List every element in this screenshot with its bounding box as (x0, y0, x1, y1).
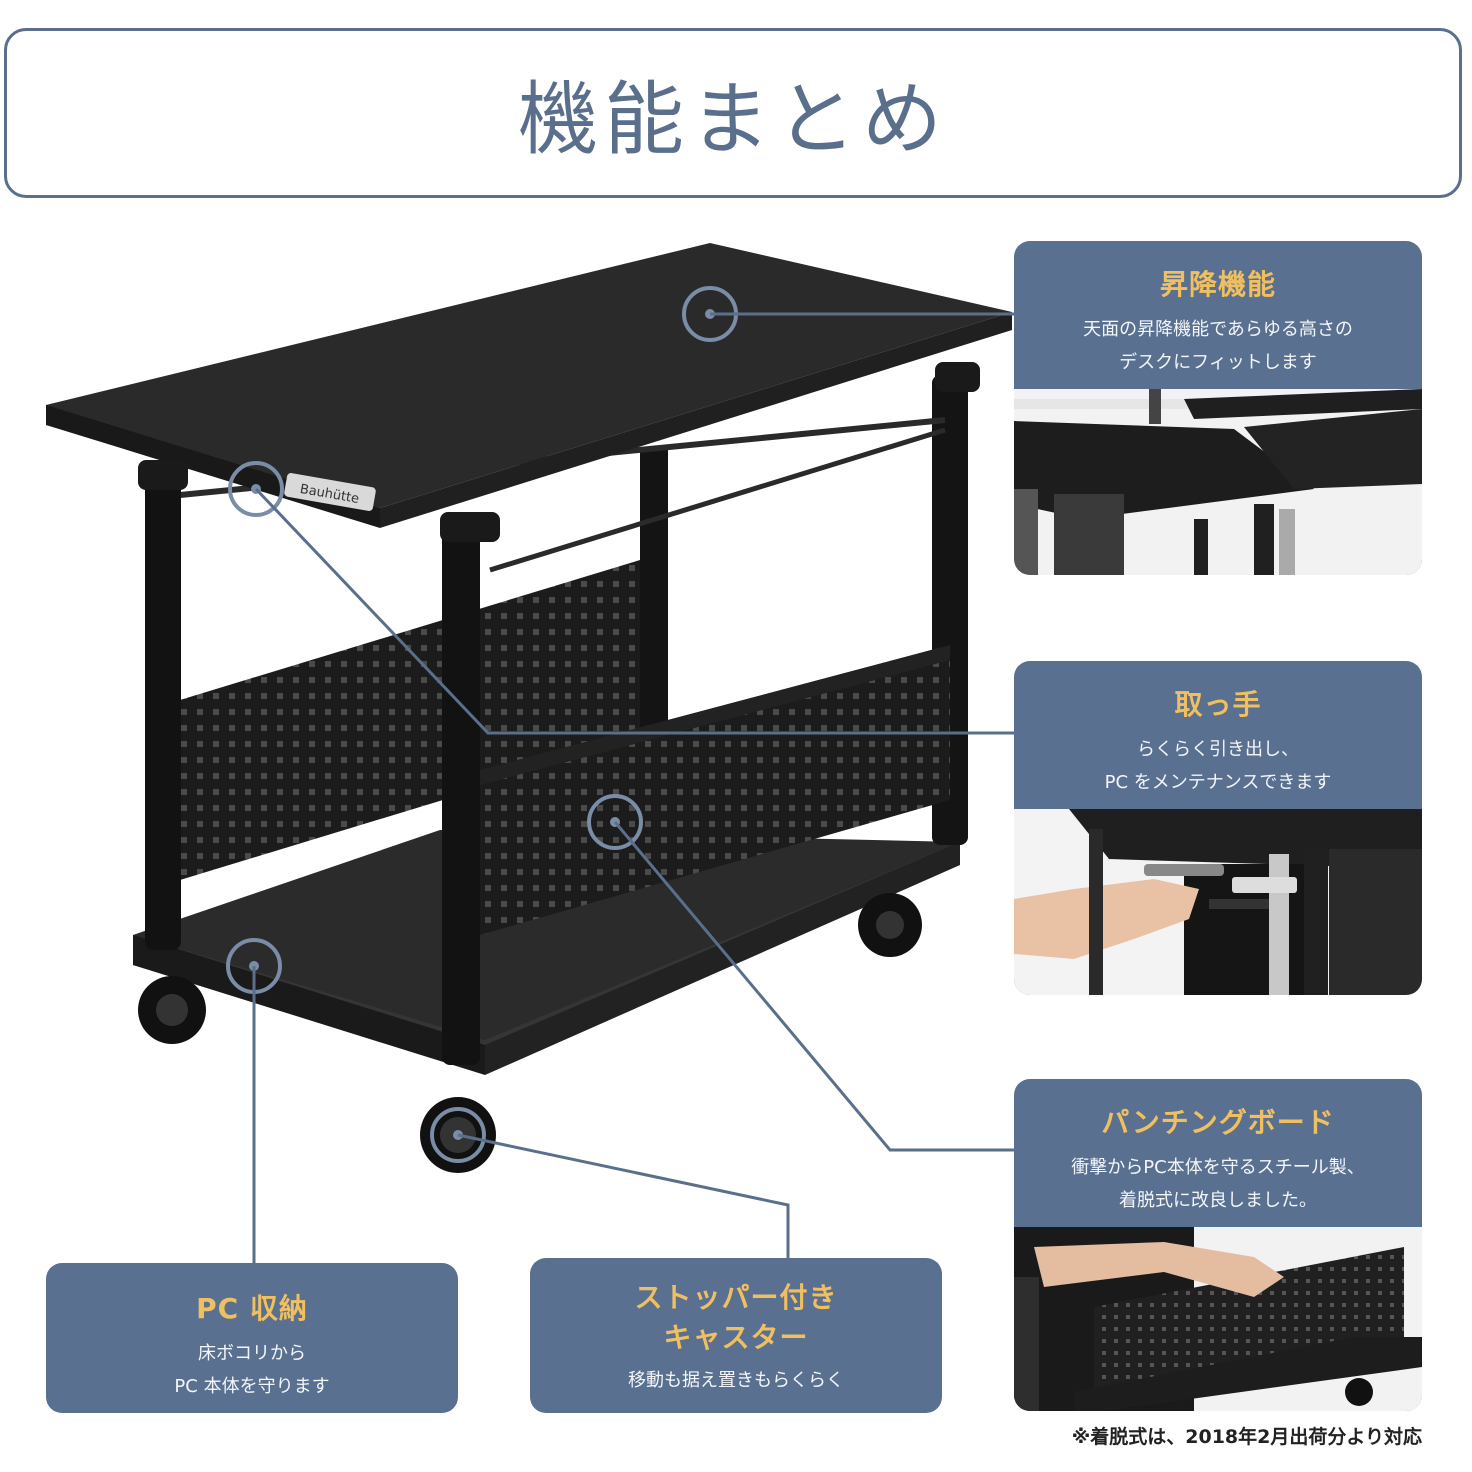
front-leg-left (145, 460, 181, 950)
top-plate: Bauhütte (46, 243, 1012, 528)
feature-panel-punching-board: パンチングボード 衝撃からPC本体を守るスチール製、 着脱式に改良しました。 (1014, 1079, 1422, 1411)
front-punching-board (480, 645, 950, 935)
front-leg-center (442, 515, 480, 1065)
caster-desc: 移動も据え置きもらくらく (628, 1370, 844, 1391)
lift-desc: 天面の昇降機能であらゆる高さの デスクにフィットします (1083, 319, 1353, 373)
handle-desc: らくらく引き出し、 PC をメンテナンスできます (1104, 739, 1332, 793)
lower-shelf (133, 830, 960, 1075)
footnote: ※着脱式は、2018年2月出荷分より対応 (1071, 1426, 1422, 1448)
lift-photo (1014, 389, 1422, 575)
rear-leg-left (640, 450, 668, 750)
feature-panel-handle: 取っ手 らくらく引き出し、 PC をメンテナンスできます (1014, 661, 1422, 995)
caster-title: ストッパー付き キャスター (634, 1281, 838, 1354)
lift-title: 昇降機能 (1159, 268, 1276, 301)
casters (138, 893, 922, 1173)
handle-title: 取っ手 (1174, 688, 1262, 721)
punch-desc: 衝撃からPC本体を守るスチール製、 着脱式に改良しました。 (1071, 1157, 1365, 1211)
punch-title: パンチングボード (1101, 1106, 1335, 1139)
feature-panel-lift: 昇降機能 天面の昇降機能であらゆる高さの デスクにフィットします (1014, 241, 1422, 575)
brand-plate-label: Bauhütte (299, 482, 360, 507)
pc-title: PC 収納 (196, 1292, 308, 1325)
handle-photo (1014, 809, 1422, 995)
pc-desc: 床ボコリから PC 本体を守ります (174, 1343, 330, 1397)
page-title: 機能まとめ (518, 73, 948, 166)
feature-panel-pc-storage: PC 収納 床ボコリから PC 本体を守ります (46, 1263, 458, 1413)
title-box: 機能まとめ (4, 28, 1462, 198)
punch-photo (1014, 1227, 1422, 1411)
rear-leg-right (932, 375, 968, 845)
feature-panel-caster: ストッパー付き キャスター 移動も据え置きもらくらく (530, 1258, 942, 1413)
rear-punching-board (180, 560, 640, 880)
